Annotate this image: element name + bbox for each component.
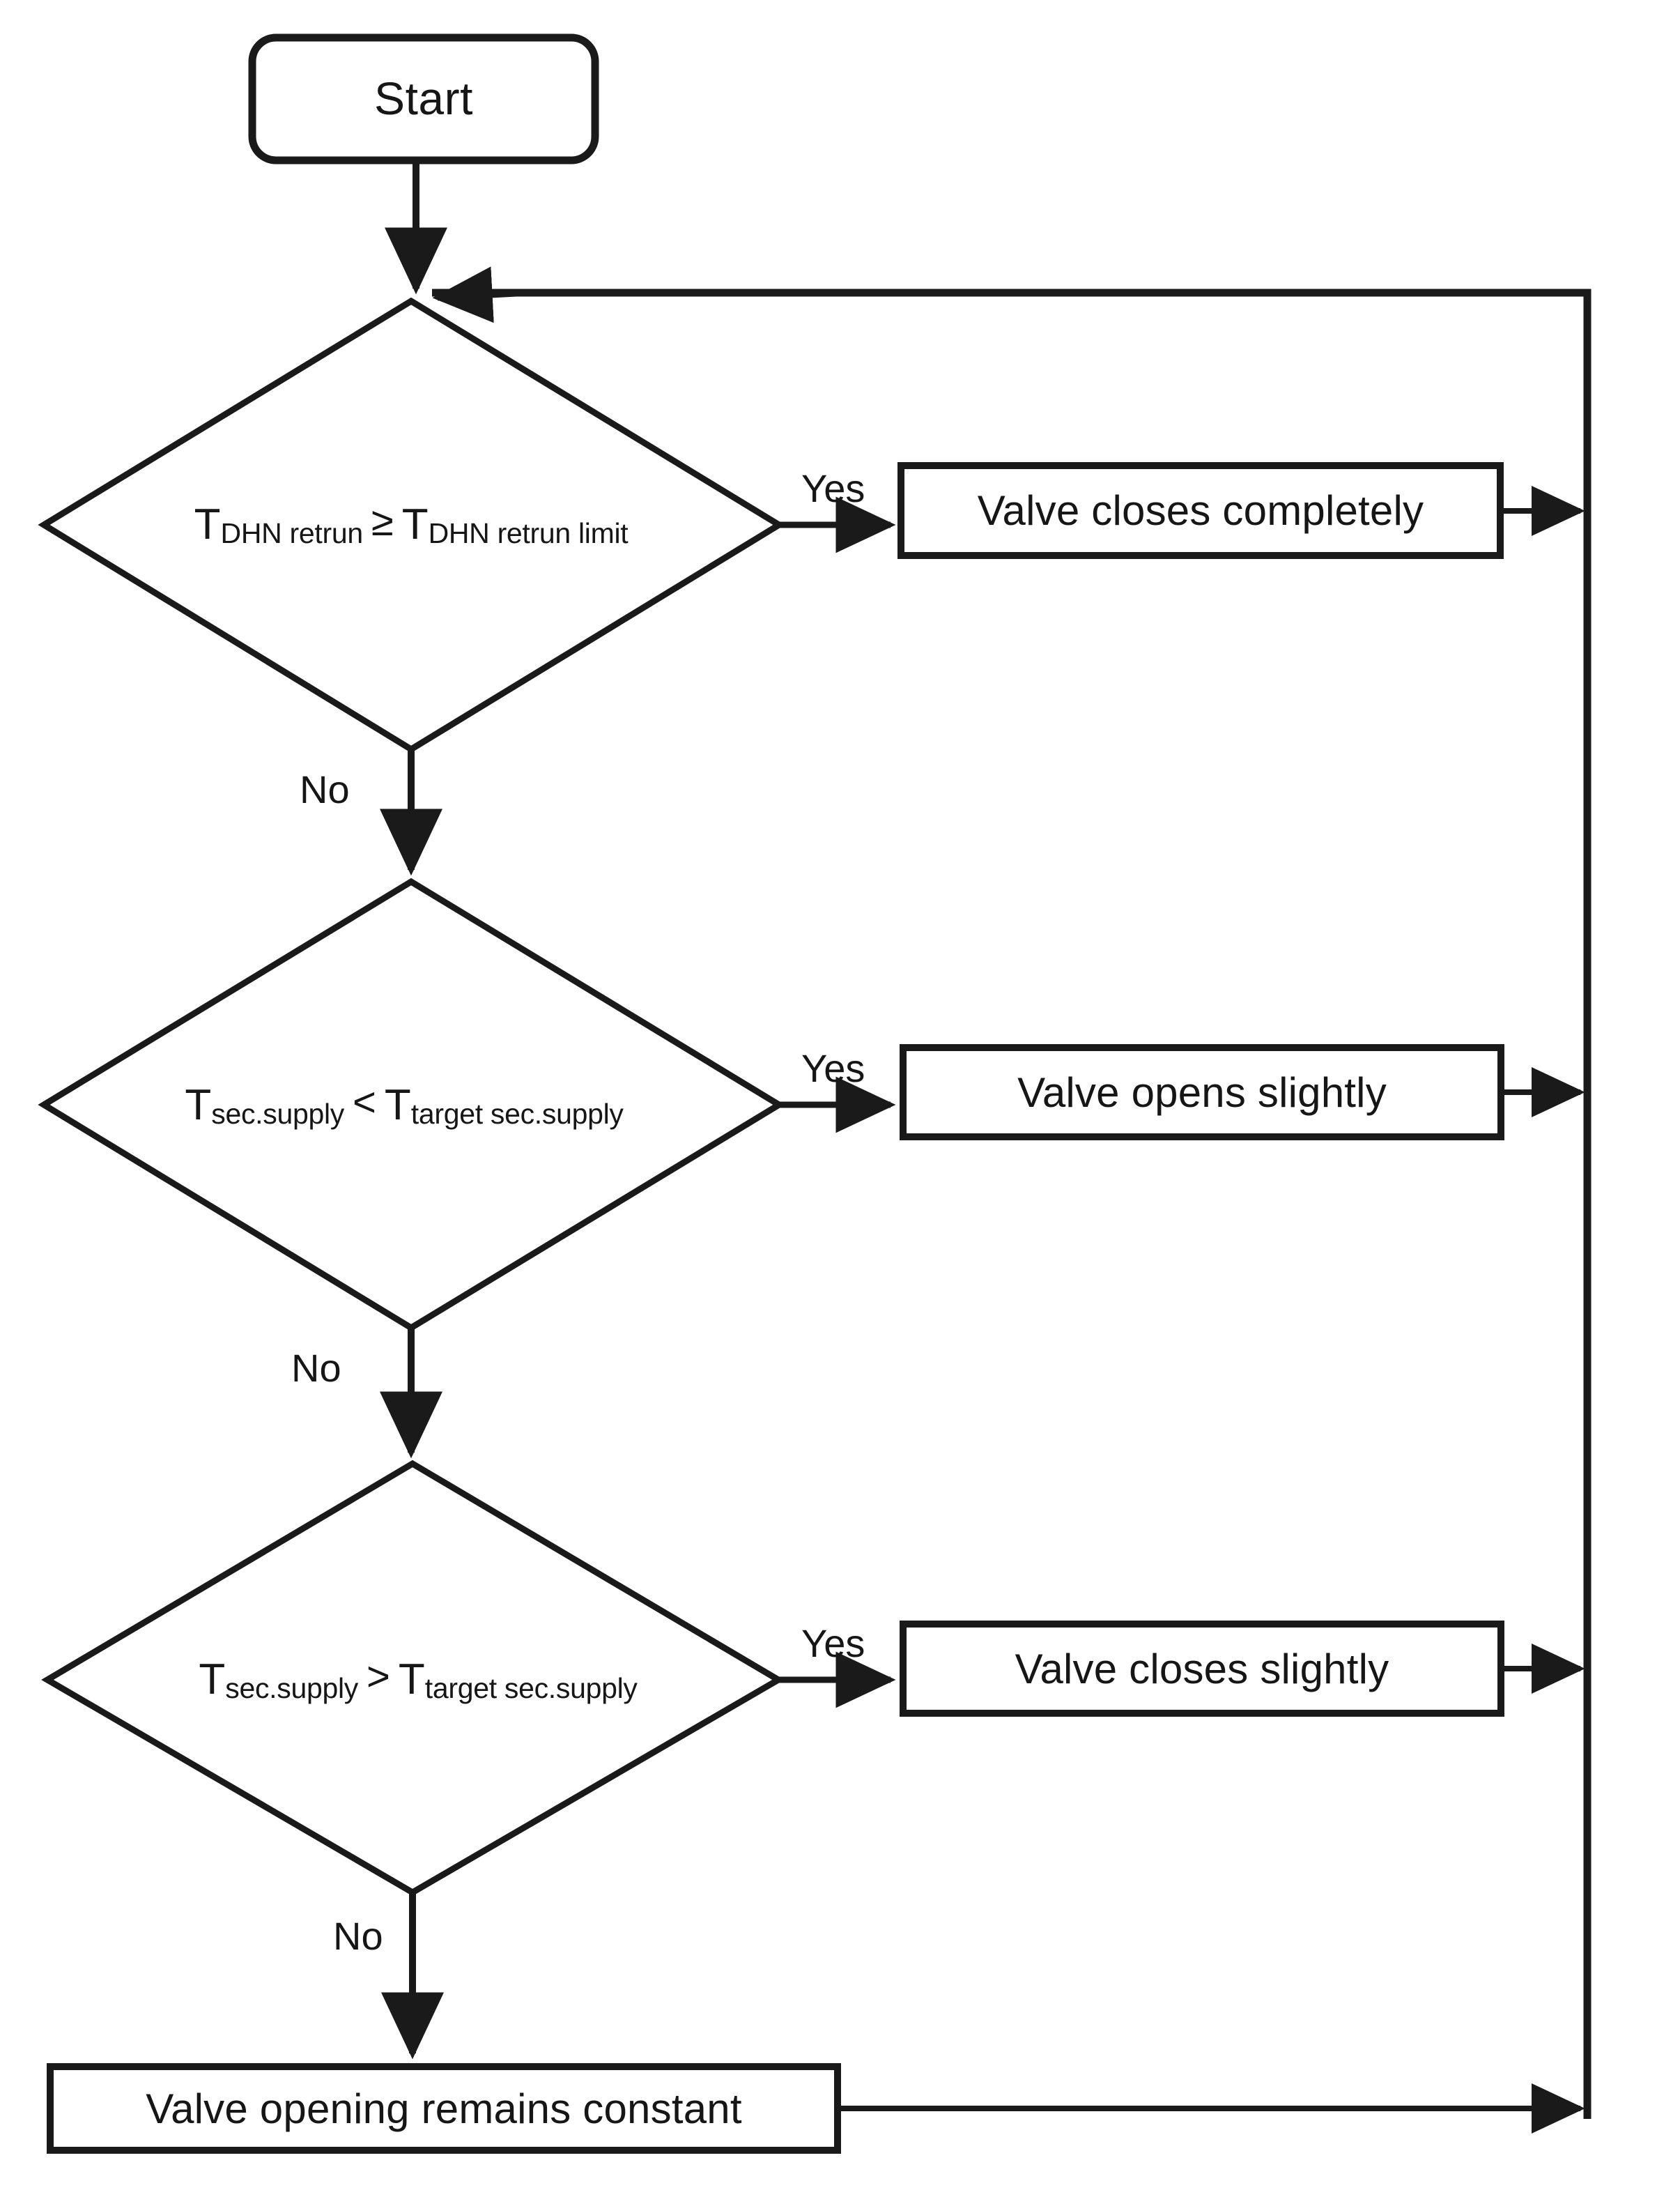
process2-node[interactable] <box>903 1048 1501 1137</box>
process2-shape <box>900 1044 1504 1140</box>
process1-node[interactable] <box>901 466 1500 556</box>
decision2-node[interactable] <box>209 1000 627 1209</box>
process3-shape <box>900 1621 1504 1717</box>
process4-node[interactable] <box>50 2067 838 2150</box>
return-bus-line <box>432 289 1592 2119</box>
decision1-node[interactable] <box>209 418 627 627</box>
start-node[interactable] <box>252 38 595 160</box>
decision3-node[interactable] <box>209 1579 627 1781</box>
process3-node[interactable] <box>903 1624 1501 1713</box>
edge-bus-to-decision1 <box>432 266 530 323</box>
process1-shape <box>897 462 1504 559</box>
start-shape <box>248 33 599 164</box>
